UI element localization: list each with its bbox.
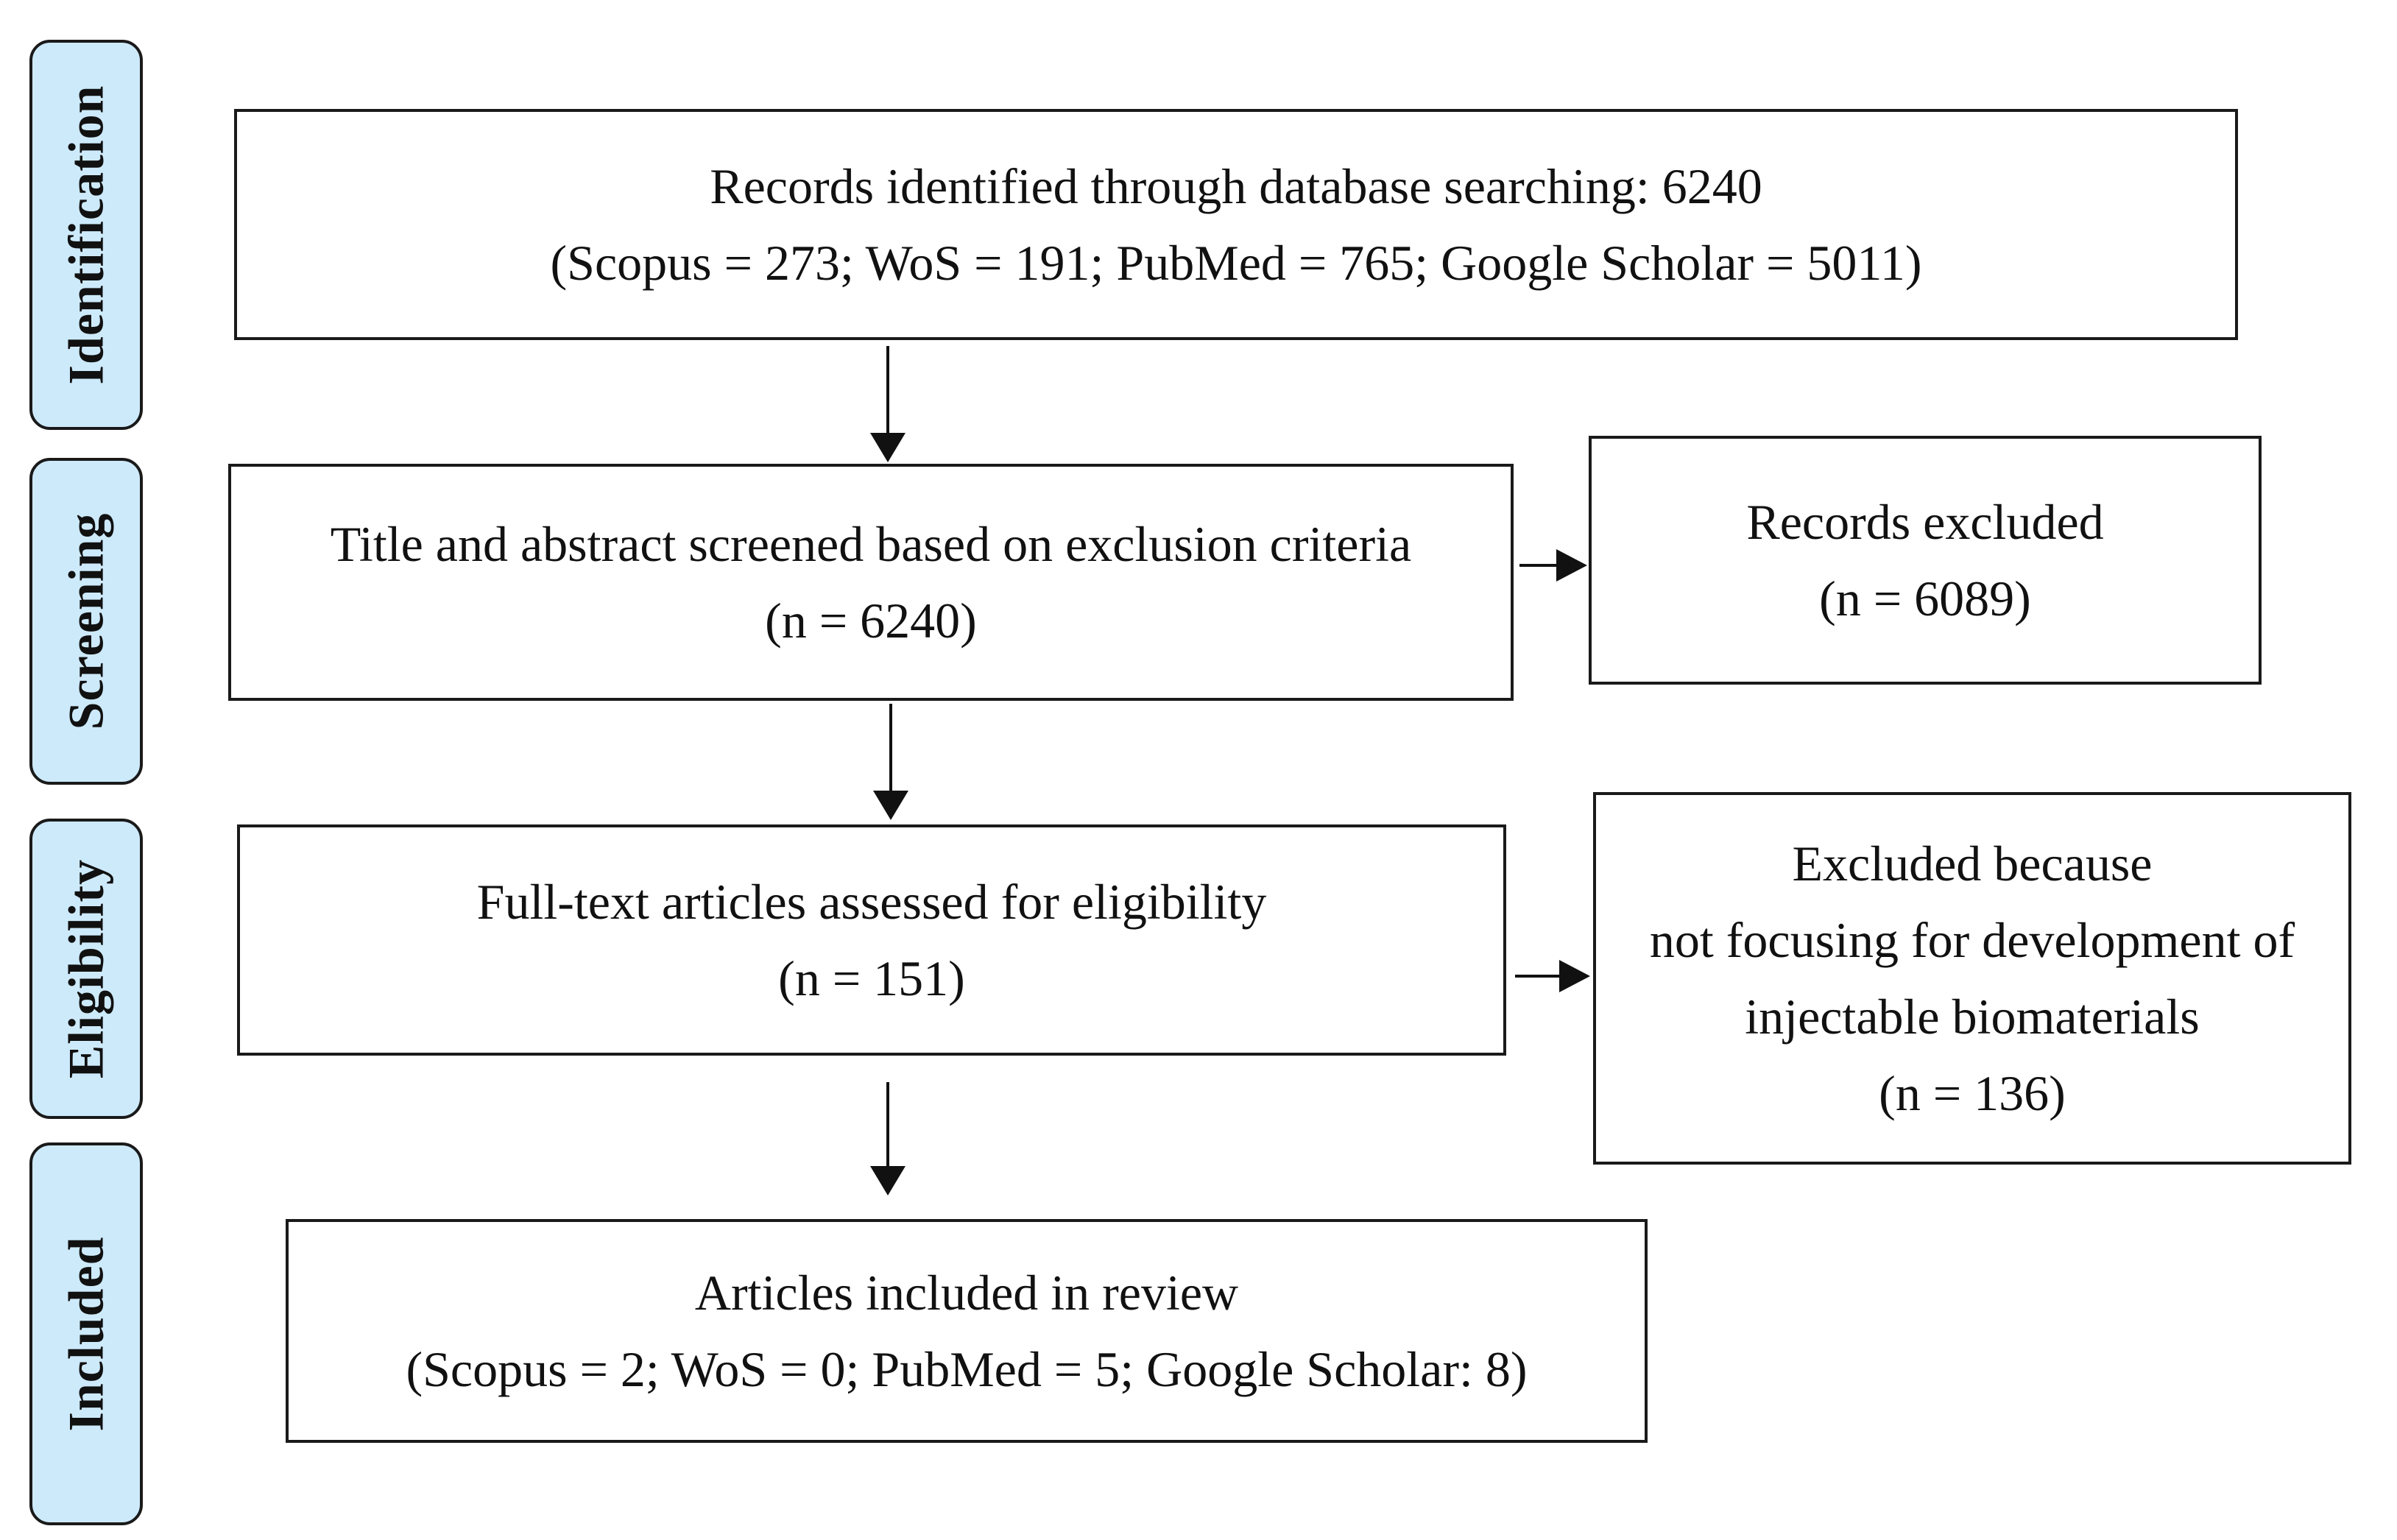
screened-text: Title and abstract screened based on exc… [330,516,1412,572]
arrow-screened-to-fulltext [873,704,908,820]
stage-label-screening: Screening [29,458,143,785]
stage-label-eligibility: Eligibility [29,819,143,1119]
box-records-identified: Records identified through database sear… [234,109,2238,340]
box-title-abstract-screened: Title and abstract screened based on exc… [228,464,1514,701]
records-excluded-count: (n = 6089) [1819,571,2031,626]
included-breakdown: (Scopus = 2; WoS = 0; PubMed = 5; Google… [406,1341,1528,1397]
box-records-excluded: Records excluded (n = 6089) [1589,436,2262,685]
fulltext-excluded-reason-1: not focusing for development of [1649,912,2295,968]
screened-count: (n = 6240) [765,593,977,649]
arrow-fulltext-to-included [870,1082,906,1195]
fulltext-count: (n = 151) [778,950,965,1006]
fulltext-excluded-reason-2: injectable biomaterials [1745,989,2200,1045]
arrow-fulltext-to-excluded [1515,960,1590,992]
arrow-screened-to-excluded [1519,549,1587,582]
included-text: Articles included in review [694,1265,1239,1321]
box-articles-included: Articles included in review (Scopus = 2;… [286,1219,1648,1443]
fulltext-excluded-count: (n = 136) [1879,1065,2066,1121]
fulltext-text: Full-text articles assessed for eligibil… [476,874,1267,930]
arrow-identified-to-screened [870,346,906,462]
records-excluded-text: Records excluded [1746,494,2104,550]
box-fulltext-excluded: Excluded because not focusing for develo… [1593,792,2351,1165]
stage-label-identification: Identification [29,40,143,430]
box-fulltext-assessed: Full-text articles assessed for eligibil… [237,824,1506,1056]
records-identified-text: Records identified through database sear… [710,158,1762,214]
fulltext-excluded-heading: Excluded because [1792,836,2153,891]
records-identified-breakdown: (Scopus = 273; WoS = 191; PubMed = 765; … [550,235,1922,291]
stage-label-included: Included [29,1142,143,1525]
